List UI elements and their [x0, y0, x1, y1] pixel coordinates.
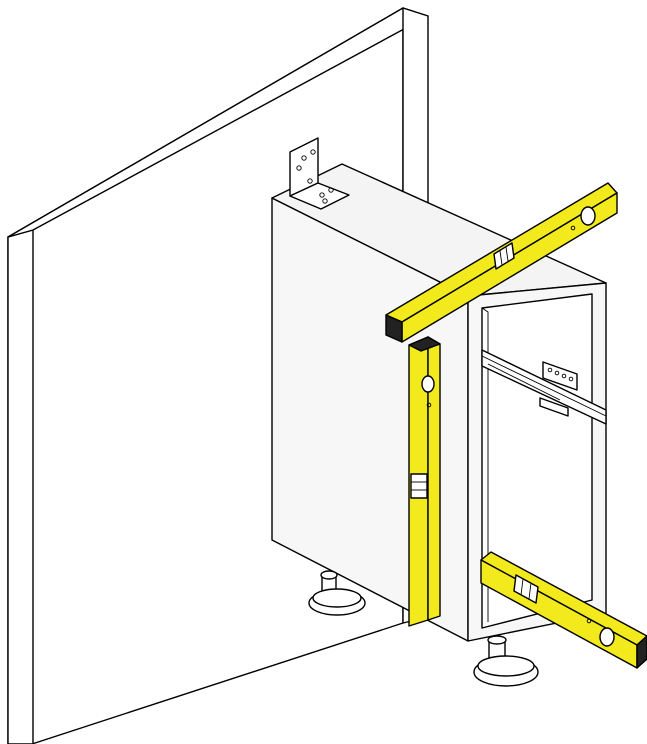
- slide-hole: [561, 373, 567, 379]
- drawer-slide: [481, 349, 607, 425]
- adjustable-foot-right: [473, 635, 539, 687]
- slide-hole: [547, 367, 553, 373]
- level-end-cap: [636, 635, 647, 669]
- bracket-hole: [328, 187, 334, 193]
- foot-collar: [487, 635, 507, 645]
- foot-base-top: [312, 588, 362, 608]
- spirit-level-bottom: [480, 551, 647, 669]
- slide-rail: [481, 349, 607, 425]
- spirit-level-vertical: [408, 336, 441, 627]
- level-bubble-vial: [410, 473, 428, 499]
- level-vial-mark: [499, 250, 503, 266]
- bracket-hole: [301, 155, 307, 161]
- bracket-hole: [319, 192, 325, 198]
- level-round-vial: [580, 206, 596, 226]
- level-screw: [570, 225, 576, 231]
- mounting-bracket: [289, 137, 350, 210]
- slide-catch: [539, 397, 569, 417]
- level-screw: [426, 402, 432, 408]
- level-end-cap: [385, 314, 403, 343]
- bracket-hole: [322, 198, 328, 204]
- bracket-hole: [310, 149, 316, 155]
- slide-rail-line: [481, 355, 607, 417]
- bracket-horizontal-plate: [289, 182, 350, 210]
- wall-panel-edge: [7, 229, 34, 744]
- level-vial-mark: [505, 246, 509, 262]
- foot-collar: [320, 570, 338, 580]
- level-round-vial: [599, 627, 615, 647]
- adjustable-foot-left: [308, 570, 366, 616]
- level-round-vial: [421, 375, 435, 393]
- level-bubble-vial: [493, 242, 515, 270]
- slide-hole: [568, 376, 574, 382]
- foot-base-top: [477, 655, 535, 677]
- slide-rail-line: [487, 363, 561, 401]
- spirit-level-top: [385, 182, 618, 343]
- cabinet-inner-edge: [481, 307, 489, 622]
- level-vial-mark: [528, 582, 532, 600]
- bracket-hole: [307, 178, 313, 184]
- slide-hole: [554, 370, 560, 376]
- level-vial-mark: [520, 578, 524, 596]
- level-screw: [586, 618, 592, 624]
- bracket-hole: [296, 165, 302, 171]
- level-end-cap: [408, 336, 441, 352]
